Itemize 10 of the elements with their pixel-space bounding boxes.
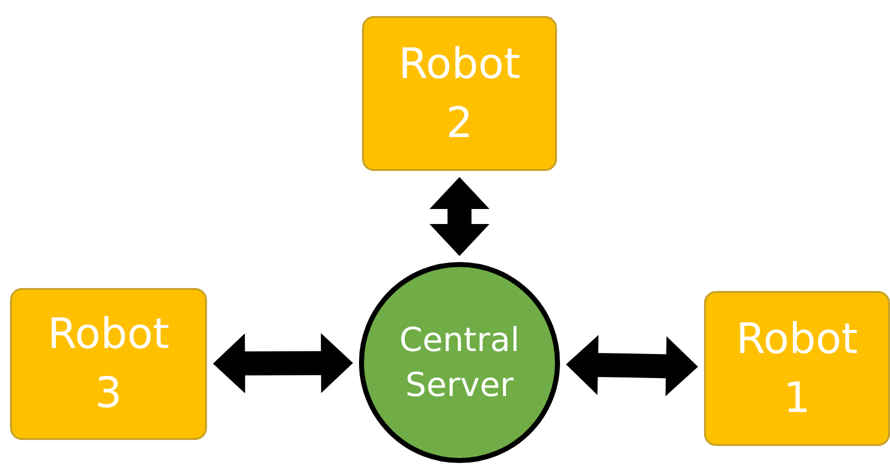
double-arrow [430, 177, 490, 256]
node-label: Robot 2 [398, 38, 522, 148]
double-arrow [566, 335, 698, 396]
robot-box [10, 288, 207, 440]
node-label: Robot 3 [46, 308, 170, 419]
robot-box [362, 16, 557, 171]
double-arrow [213, 333, 353, 394]
node-label: Central Server [398, 318, 521, 406]
robot-box [704, 291, 890, 446]
node-label: Robot 1 [735, 312, 859, 424]
